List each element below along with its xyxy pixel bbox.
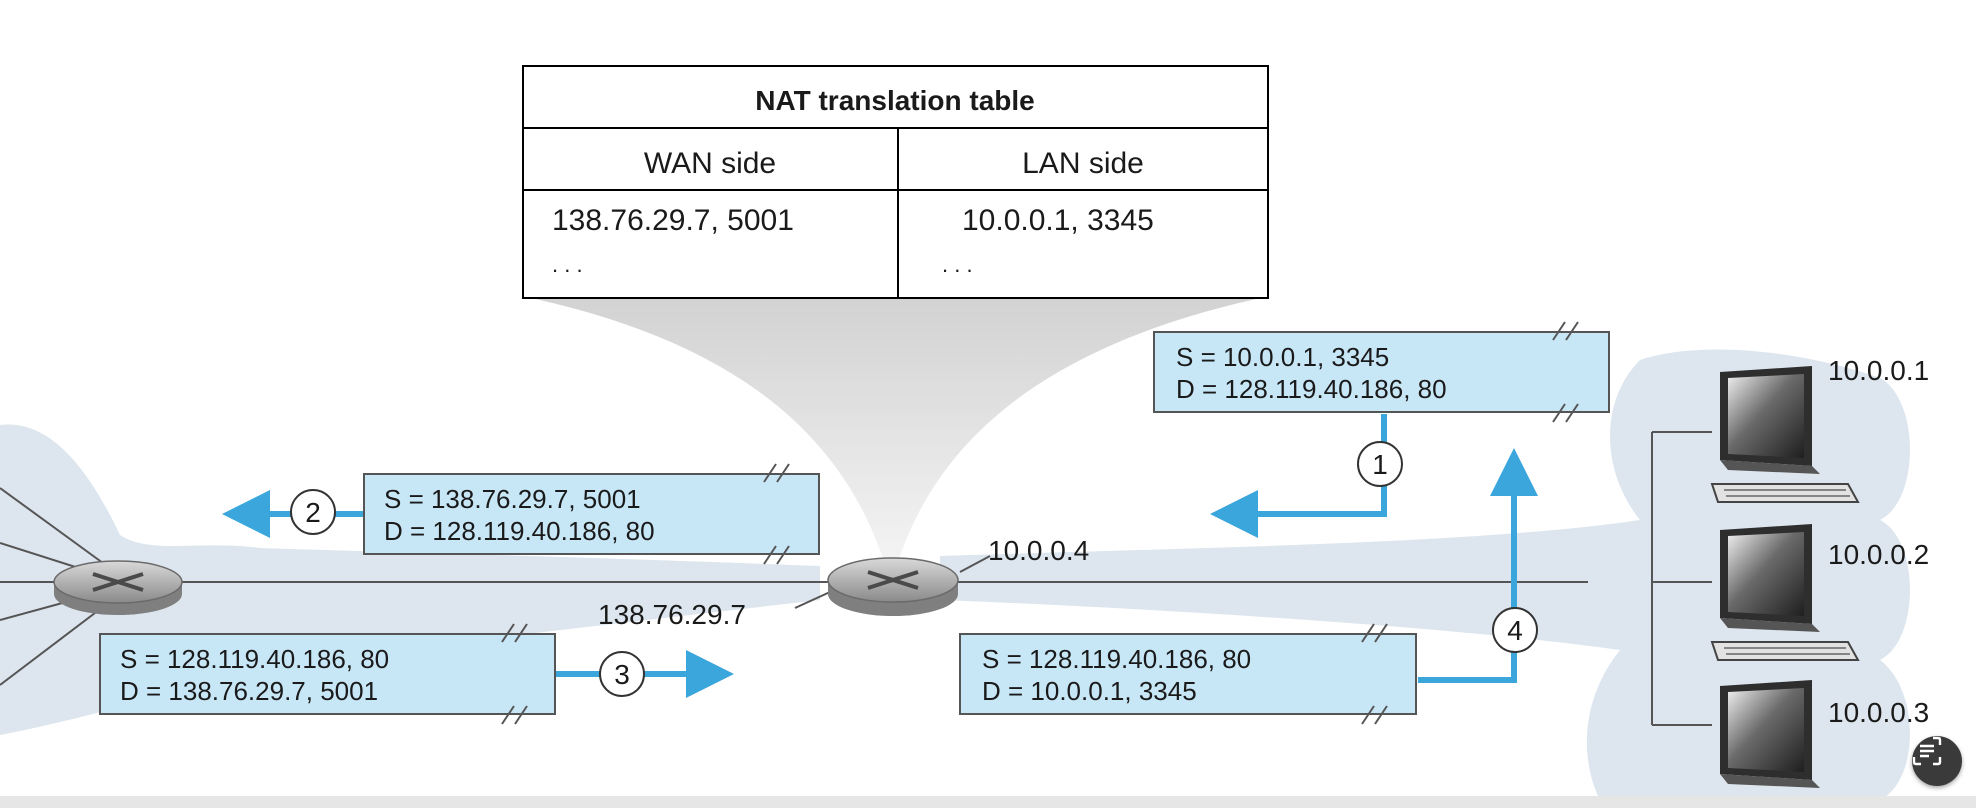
- step-1-circle: [1357, 441, 1403, 487]
- arrow-step-4: [1418, 448, 1538, 683]
- host-2: 10.0.0.2: [1710, 524, 1929, 661]
- step-3-label: 3: [614, 659, 630, 690]
- step-2-circle: [290, 489, 336, 535]
- host-2-ip: 10.0.0.2: [1828, 539, 1929, 570]
- step-1-label: 1: [1372, 449, 1388, 480]
- nat-translation-table: NAT translation table WAN side LAN side …: [522, 65, 1269, 299]
- lan-entry-more: . . .: [942, 252, 973, 277]
- step-circles: 1 2 3 4: [290, 441, 1538, 697]
- packet-1-dest: D = 128.119.40.186, 80: [1176, 374, 1447, 404]
- computer-icon: [1710, 524, 1860, 661]
- packet-1: S = 10.0.0.1, 3345 D = 128.119.40.186, 8…: [1153, 321, 1610, 423]
- isp-router-icon: [53, 560, 183, 615]
- packet-2-dest: D = 128.119.40.186, 80: [384, 516, 655, 546]
- network-links: [0, 431, 1712, 726]
- packet-4-source: S = 128.119.40.186, 80: [982, 644, 1251, 674]
- wan-entry-more: . . .: [552, 252, 583, 277]
- host-1-ip: 10.0.0.1: [1828, 355, 1929, 386]
- step-3-circle: [599, 651, 645, 697]
- step-4-circle: [1492, 607, 1538, 653]
- packet-2: S = 138.76.29.7, 5001 D = 128.119.40.186…: [363, 463, 820, 565]
- lan-entry-1: 10.0.0.1, 3345: [962, 204, 1154, 237]
- wan-entry-1: 138.76.29.7, 5001: [552, 204, 794, 237]
- step-4-label: 4: [1507, 615, 1523, 646]
- computer-icon: [1710, 366, 1860, 503]
- step-2-label: 2: [305, 497, 321, 528]
- nat-table-title: NAT translation table: [755, 85, 1035, 116]
- router-wan-ip: 138.76.29.7: [598, 599, 746, 630]
- packet-3-dest: D = 138.76.29.7, 5001: [120, 676, 378, 706]
- host-1: 10.0.0.1: [1710, 355, 1929, 503]
- text-scan-icon: [1912, 736, 1942, 766]
- packet-3: S = 128.119.40.186, 80 D = 138.76.29.7, …: [99, 623, 556, 725]
- lan-side-header: LAN side: [1022, 147, 1144, 180]
- bottom-strip: [0, 796, 1976, 808]
- nat-router-icon: [827, 557, 959, 616]
- visual-search-button[interactable]: [1912, 736, 1962, 786]
- host-3-ip: 10.0.0.3: [1828, 697, 1929, 728]
- wan-side-header: WAN side: [644, 147, 776, 180]
- packet-4-dest: D = 10.0.0.1, 3345: [982, 676, 1197, 706]
- packet-1-source: S = 10.0.0.1, 3345: [1176, 342, 1389, 372]
- lan-network-halo: [940, 349, 1910, 800]
- host-3: 10.0.0.3: [1710, 680, 1929, 808]
- router-lan-ip: 10.0.0.4: [988, 535, 1089, 566]
- packet-2-source: S = 138.76.29.7, 5001: [384, 484, 641, 514]
- packet-4: S = 128.119.40.186, 80 D = 10.0.0.1, 334…: [959, 623, 1417, 725]
- packet-3-source: S = 128.119.40.186, 80: [120, 644, 389, 674]
- nat-table-cone: [522, 296, 1270, 565]
